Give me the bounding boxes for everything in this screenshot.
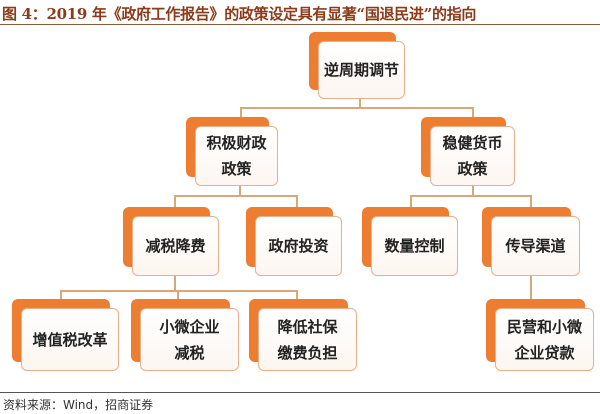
- node-label: 逆周期调节: [323, 61, 399, 79]
- node-vat-reform: 增值税改革: [12, 299, 119, 371]
- figure-title: 图 4：2019 年《政府工作报告》的政策设定具有显著“国退民进”的指向: [2, 5, 477, 23]
- node-root: 逆周期调节: [309, 32, 405, 99]
- node-fiscal-policy: 积极财政政策: [186, 117, 278, 186]
- connector: [472, 185, 474, 196]
- connector: [296, 290, 298, 300]
- node-small-business-tax-cut: 小微企业减税: [131, 299, 239, 371]
- node-transmission: 传导渠道: [482, 207, 580, 276]
- node-label: 减税降费: [145, 237, 206, 255]
- connector: [530, 275, 532, 300]
- connector: [530, 195, 532, 208]
- node-private-loans: 民营和小微企业贷款: [486, 299, 594, 371]
- title-rule: [0, 24, 600, 25]
- connector: [472, 107, 474, 119]
- connector: [174, 195, 176, 208]
- source-rule: [0, 392, 600, 393]
- source-note: 资料来源：Wind，招商证券: [3, 398, 154, 412]
- node-label: 政府投资: [268, 237, 329, 255]
- connector: [240, 107, 474, 109]
- connector: [239, 185, 241, 196]
- node-tax-fee-cut: 减税降费: [123, 207, 219, 276]
- connector: [177, 290, 179, 300]
- node-label: 积极财政政策: [206, 134, 267, 178]
- node-label: 数量控制: [384, 237, 445, 255]
- node-quantity-control: 数量控制: [362, 207, 458, 276]
- node-label: 增值税改革: [32, 330, 108, 349]
- node-label: 小微企业减税: [159, 317, 220, 362]
- node-label: 稳健货币政策: [442, 134, 503, 178]
- connector: [296, 195, 298, 208]
- node-gov-investment: 政府投资: [246, 207, 342, 276]
- connector: [60, 290, 298, 292]
- connector: [410, 195, 412, 208]
- connector: [60, 290, 62, 300]
- node-monetary-policy: 稳健货币政策: [421, 117, 515, 186]
- connector: [174, 275, 176, 291]
- node-social-fee-cut: 降低社保缴费负担: [249, 299, 357, 371]
- connector: [410, 195, 532, 197]
- node-label: 降低社保缴费负担: [277, 317, 338, 362]
- node-label: 传导渠道: [505, 237, 566, 255]
- node-label: 民营和小微企业贷款: [506, 317, 582, 362]
- connector: [359, 98, 361, 108]
- connector: [240, 107, 242, 119]
- connector: [174, 195, 298, 197]
